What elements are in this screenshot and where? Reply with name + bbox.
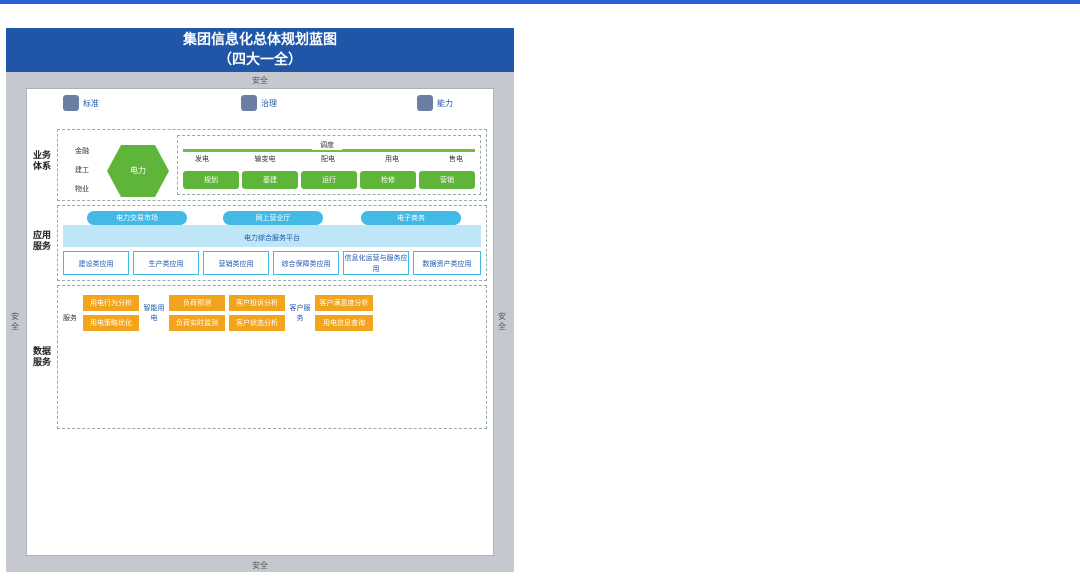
chain-sales: 售电 — [449, 155, 463, 163]
app-construction: 建设类应用 — [63, 251, 129, 275]
green-planning: 规划 — [183, 171, 239, 189]
data-service-row-label: 服务 — [63, 314, 77, 322]
org-chart-icon — [417, 95, 433, 111]
service-customer-service: 客户服务 — [289, 304, 311, 322]
layers-icon — [63, 95, 79, 111]
pillar-capability: 能力 — [417, 93, 465, 115]
overall-blueprint-title: 集团信息化总体规划蓝图 — [183, 32, 337, 48]
security-bottom-label: 安全 — [252, 561, 268, 570]
data-service-box — [57, 285, 487, 429]
dispatch-arrow — [183, 149, 475, 152]
pillar-capability-label: 能力 — [437, 99, 453, 108]
dispatch-label: 调度 — [312, 140, 342, 150]
value-chain-box — [177, 135, 481, 195]
business-item-property: 物业 — [75, 185, 89, 193]
chain-consumption: 用电 — [385, 155, 399, 163]
green-marketing: 营销 — [419, 171, 475, 189]
business-system-label: 业务体系 — [32, 151, 51, 172]
green-operation: 运行 — [301, 171, 357, 189]
overall-blueprint-subtitle: （四大一全） — [218, 52, 302, 68]
app-online-hall: 网上营业厅 — [223, 211, 323, 225]
chain-distribution: 配电 — [321, 155, 335, 163]
pillar-governance-label: 治理 — [261, 99, 277, 108]
app-it-operations: 信息化运营与服务应用 — [343, 251, 409, 275]
service-load-monitor: 负荷实时监测 — [169, 315, 225, 331]
business-system-box — [57, 129, 487, 201]
service-smart-power: 智能用电 — [143, 304, 165, 322]
security-top-label: 安全 — [252, 76, 268, 85]
power-hexagon — [107, 145, 169, 197]
security-right-label: 安全 — [498, 312, 506, 331]
business-item-construction: 建工 — [75, 166, 89, 174]
business-item-finance: 金融 — [75, 147, 89, 155]
app-support: 综合保障类应用 — [273, 251, 339, 275]
application-service-label: 应用服务 — [32, 231, 51, 252]
overall-blueprint-title-box: 集团信息化总体规划蓝图 （四大一全） — [6, 28, 514, 72]
pillar-standard-label: 标准 — [83, 99, 99, 108]
chain-transmission: 输变电 — [254, 155, 276, 163]
app-production: 生产类应用 — [133, 251, 199, 275]
overall-blueprint-frame: 安全 安全 安全 安全 标准 治理 能力 业务体系 金融 建工 物业 电力 调度… — [6, 72, 514, 572]
app-marketing: 营销类应用 — [203, 251, 269, 275]
power-hexagon-label: 电力 — [130, 166, 146, 175]
blueprint-inner-area: 标准 治理 能力 业务体系 金融 建工 物业 电力 调度 发电 输变电 配电 用… — [26, 88, 494, 556]
green-maintenance: 检修 — [360, 171, 416, 189]
top-accent-line — [0, 0, 1080, 4]
app-power-trading: 电力交易市场 — [87, 211, 187, 225]
app-data-assets: 数据资产类应用 — [413, 251, 481, 275]
security-left-label: 安全 — [11, 312, 19, 331]
data-service-label: 数据服务 — [32, 347, 51, 368]
app-ecommerce: 电子商务 — [361, 211, 461, 225]
chain-generation: 发电 — [195, 155, 209, 163]
service-complaint-analysis: 客户投诉分析 — [229, 295, 285, 311]
green-infrastructure: 基建 — [242, 171, 298, 189]
service-usage-query: 用电信息查询 — [315, 315, 373, 331]
service-load-forecast: 负荷预测 — [169, 295, 225, 311]
app-platform: 电力综合服务平台 — [63, 225, 481, 247]
service-satisfaction: 客户满意度分析 — [315, 295, 373, 311]
pillar-governance: 治理 — [241, 93, 289, 115]
pillar-standard: 标准 — [63, 93, 111, 115]
temple-icon — [241, 95, 257, 111]
service-behavior-analysis: 用电行为分析 — [83, 295, 139, 311]
application-service-box — [57, 205, 487, 281]
service-strategy-optimization: 用电策略优化 — [83, 315, 139, 331]
service-customer-status: 客户状态分析 — [229, 315, 285, 331]
